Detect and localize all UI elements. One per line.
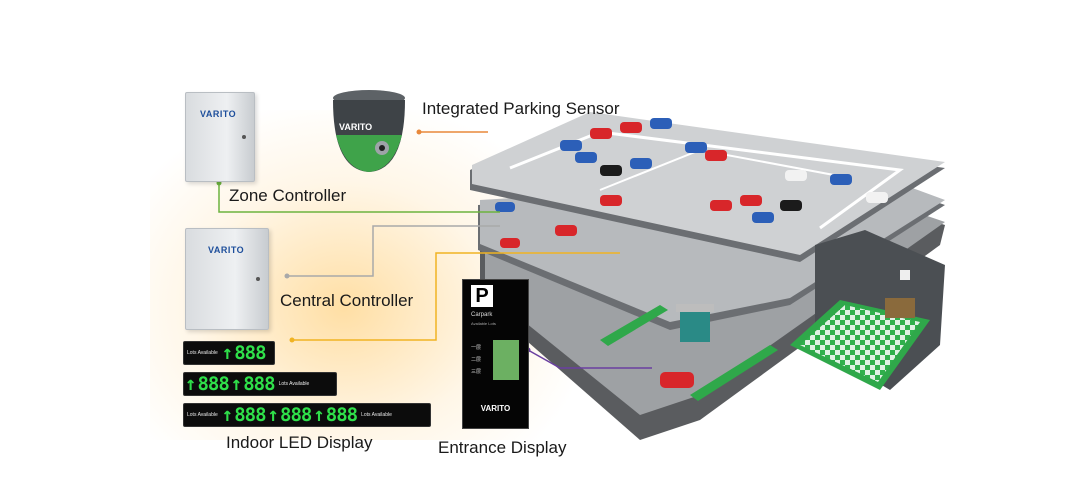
level-3: 三层 bbox=[471, 369, 482, 375]
level-1: 一层 bbox=[471, 345, 482, 351]
lots-available-text: Lots Available bbox=[187, 350, 218, 356]
central-cabinet-brand: VARITO bbox=[208, 245, 245, 255]
lots-available-text: Lots Available bbox=[187, 412, 218, 418]
level-list: 一层 二层 三层 bbox=[471, 342, 481, 378]
up-arrow-icon: ↑ bbox=[221, 404, 233, 426]
up-arrow-icon: ↑ bbox=[313, 404, 324, 426]
led-display-double: ↑ 888 ↑ 888 Lots Available bbox=[183, 372, 337, 396]
sensor-brand: VARITO bbox=[339, 122, 373, 132]
led-digits: 888 bbox=[234, 404, 266, 426]
central-controller-cabinet: VARITO bbox=[185, 228, 269, 330]
central-connector bbox=[287, 225, 500, 277]
entrance-display-label: Entrance Display bbox=[438, 438, 567, 457]
up-arrow-icon: ↑ bbox=[221, 342, 233, 364]
parking-sensor-device bbox=[333, 90, 405, 172]
lock-icon bbox=[242, 135, 246, 140]
up-arrow-icon: ↑ bbox=[267, 404, 279, 426]
indoor-led-label: Indoor LED Display bbox=[226, 433, 373, 452]
lots-available-text: Lots Available bbox=[361, 412, 392, 418]
zone-controller-cabinet: VARITO bbox=[185, 92, 255, 182]
up-arrow-icon: ↑ bbox=[230, 373, 242, 395]
up-arrow-icon: ↑ bbox=[185, 373, 196, 395]
carpark-name: Carpark bbox=[471, 312, 493, 318]
led-digits: 888 bbox=[280, 404, 312, 426]
central-controller-label: Central Controller bbox=[280, 291, 414, 310]
entrance-connector bbox=[527, 349, 652, 369]
led-display-triple: Lots Available ↑ 888 ↑ 888 ↑ 888 Lots Av… bbox=[183, 403, 431, 427]
parked-cars bbox=[495, 118, 888, 388]
zone-connector bbox=[218, 183, 500, 213]
availability-indicator bbox=[493, 340, 519, 380]
level-2: 二层 bbox=[471, 357, 482, 363]
led-display-single: Lots Available ↑ 888 bbox=[183, 341, 275, 365]
entrance-display-panel: P Carpark Available Lots 一层 二层 三层 VARITO bbox=[462, 279, 529, 429]
entrance-brand: VARITO bbox=[480, 404, 511, 413]
led-digits: 888 bbox=[234, 342, 266, 364]
led-digits: 888 bbox=[197, 373, 229, 395]
parking-p-logo: P bbox=[471, 285, 493, 307]
sensor-label: Integrated Parking Sensor bbox=[422, 99, 620, 118]
led-digits: 888 bbox=[325, 404, 358, 426]
led-connector bbox=[292, 252, 620, 341]
led-digits: 888 bbox=[243, 373, 275, 395]
zone-controller-label: Zone Controller bbox=[229, 186, 347, 205]
available-lots-text: Available Lots bbox=[471, 321, 496, 326]
lots-available-text: Lots Available bbox=[278, 381, 310, 387]
zone-cabinet-brand: VARITO bbox=[200, 109, 237, 119]
lock-icon bbox=[256, 277, 260, 281]
